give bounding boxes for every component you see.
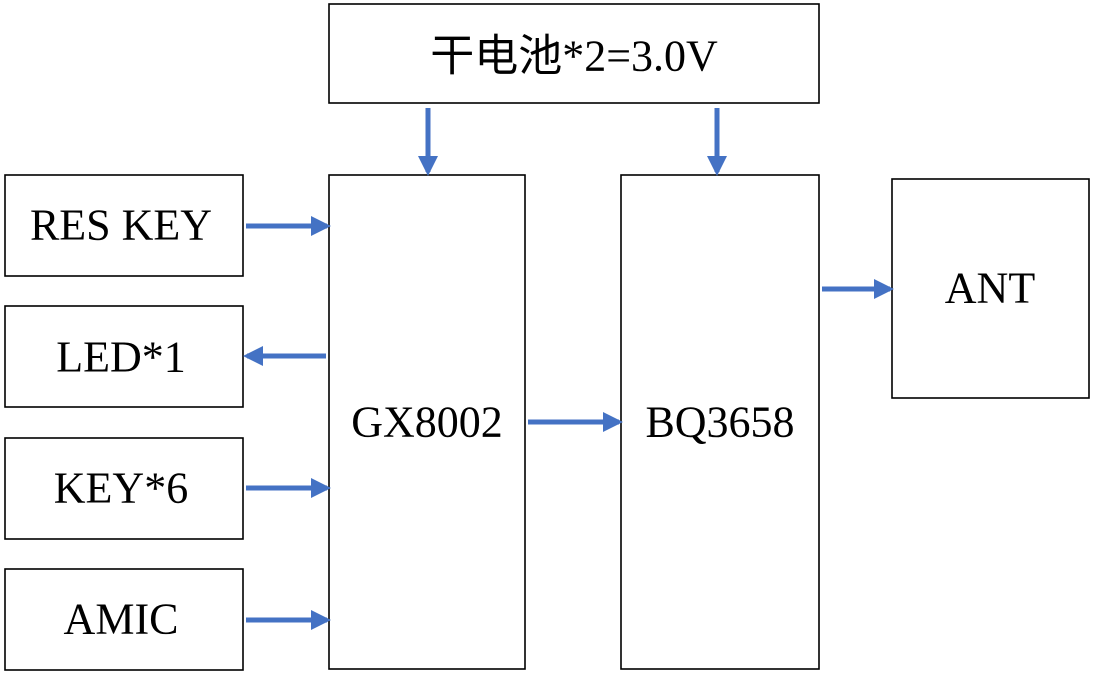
led-block: LED*1 [4,305,244,408]
bq3658-label: BQ3658 [645,398,794,447]
ant-label: ANT [945,264,1036,313]
battery-label: 干电池*2=3.0V [430,32,718,81]
led-label: LED*1 [56,333,186,382]
key-label: KEY*6 [54,464,188,513]
res-key-block: RES KEY [4,174,244,277]
bq3658-block: BQ3658 [620,174,820,670]
gx8002-block: GX8002 [328,174,526,670]
key-block: KEY*6 [4,437,244,540]
battery-block: 干电池*2=3.0V [328,3,820,104]
amic-label: AMIC [64,595,179,644]
amic-block: AMIC [4,568,244,671]
gx8002-label: GX8002 [351,398,503,447]
res-key-label: RES KEY [30,201,212,250]
ant-block: ANT [891,178,1090,399]
